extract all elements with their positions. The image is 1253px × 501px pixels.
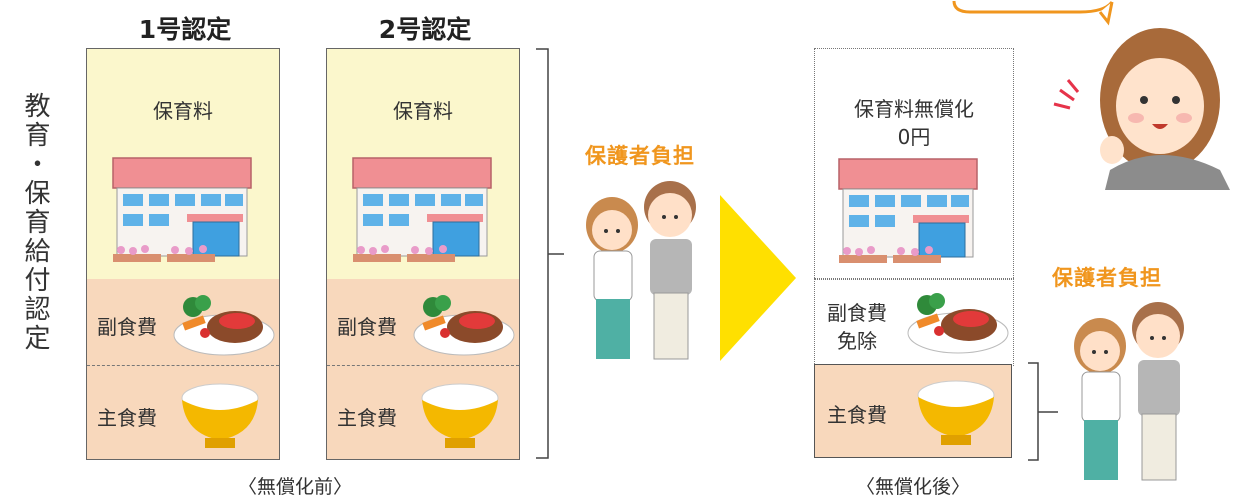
header-cert2: 2号認定 <box>378 15 472 44</box>
cert1-fee-label: 保育料 <box>153 99 213 123</box>
cert1-staple-section: 主食費 <box>87 365 279 459</box>
side-dish-plate-icon <box>907 293 1009 354</box>
cert1-staple-label: 主食費 <box>97 406 157 430</box>
guide-woman-illustration <box>952 0 1230 190</box>
after-side-line2: 免除 <box>837 329 877 353</box>
cert1-fee-section: 保育料 <box>87 49 279 279</box>
caption-after: 〈無償化後〉 <box>855 476 970 498</box>
rice-bowl-icon <box>421 383 499 448</box>
cert2-box: 保育料 副食費 主食費 <box>326 48 520 460</box>
bracket-after <box>1028 362 1058 461</box>
rice-bowl-icon <box>917 380 995 445</box>
side-dish-plate-icon <box>173 295 275 356</box>
cert2-fee-section: 保育料 <box>327 49 519 279</box>
guardian-burden-label: 保護者負担 <box>585 144 695 168</box>
after-staple-label: 主食費 <box>827 403 887 427</box>
transition-arrow-icon <box>720 195 796 361</box>
bracket-before <box>536 48 564 459</box>
cert2-side-label: 副食費 <box>337 315 397 339</box>
nursery-school-icon <box>112 157 252 262</box>
after-side-line1: 副食費 <box>827 301 887 325</box>
after-fee-section: 保育料無償化 0円 <box>814 48 1014 280</box>
after-fee-line1: 保育料無償化 <box>854 97 974 121</box>
side-dish-plate-icon <box>413 295 515 356</box>
parents-illustration <box>1074 302 1184 481</box>
cert2-staple-label: 主食費 <box>337 406 397 430</box>
nursery-school-icon <box>838 158 978 263</box>
cert2-side-section: 副食費 <box>327 279 519 365</box>
after-side-section: 副食費 免除 <box>814 278 1014 366</box>
caption-before: 〈無償化前〉 <box>237 476 352 498</box>
side-label: 教育・保育給付認定 <box>20 92 50 353</box>
cert1-side-label: 副食費 <box>97 315 157 339</box>
rice-bowl-icon <box>181 383 259 448</box>
parents-illustration <box>586 181 696 360</box>
cert2-staple-section: 主食費 <box>327 365 519 459</box>
cert1-side-section: 副食費 <box>87 279 279 365</box>
nursery-school-icon <box>352 157 492 262</box>
cert1-box: 保育料 副食費 主食費 <box>86 48 280 460</box>
guardian-burden-label-after: 保護者負担 <box>1052 266 1162 290</box>
after-staple-section: 主食費 <box>814 364 1012 458</box>
cert2-fee-label: 保育料 <box>393 99 453 123</box>
after-fee-line2: 0円 <box>897 125 931 149</box>
header-cert1: 1号認定 <box>138 15 232 44</box>
